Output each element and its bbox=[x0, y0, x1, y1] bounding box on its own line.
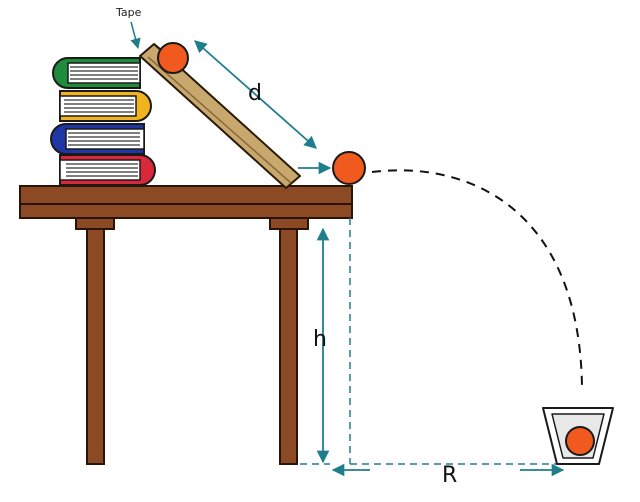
cup bbox=[542, 407, 614, 465]
book-green bbox=[52, 57, 141, 89]
table-bracket-left bbox=[75, 217, 115, 230]
table-leg-left bbox=[86, 228, 105, 465]
table-top-lower bbox=[19, 203, 353, 219]
book-stack bbox=[50, 57, 156, 186]
table-bracket-right bbox=[269, 217, 309, 230]
ball-edge bbox=[332, 151, 366, 185]
tape-label: Tape bbox=[115, 6, 142, 19]
tape-pointer bbox=[130, 21, 141, 50]
trajectory bbox=[371, 169, 583, 389]
book-blue bbox=[50, 123, 145, 155]
table bbox=[19, 185, 353, 465]
table-leg-right bbox=[279, 228, 298, 465]
book-red bbox=[59, 154, 156, 186]
ball-in-cup bbox=[565, 426, 595, 456]
ramp-length-arrow bbox=[194, 40, 317, 149]
book-yellow bbox=[59, 90, 152, 122]
ramp-length-label: d bbox=[248, 81, 262, 106]
ball-top bbox=[157, 42, 189, 74]
height-label: h bbox=[313, 327, 327, 352]
range-label: R bbox=[442, 463, 457, 488]
table-top-upper bbox=[19, 185, 353, 205]
